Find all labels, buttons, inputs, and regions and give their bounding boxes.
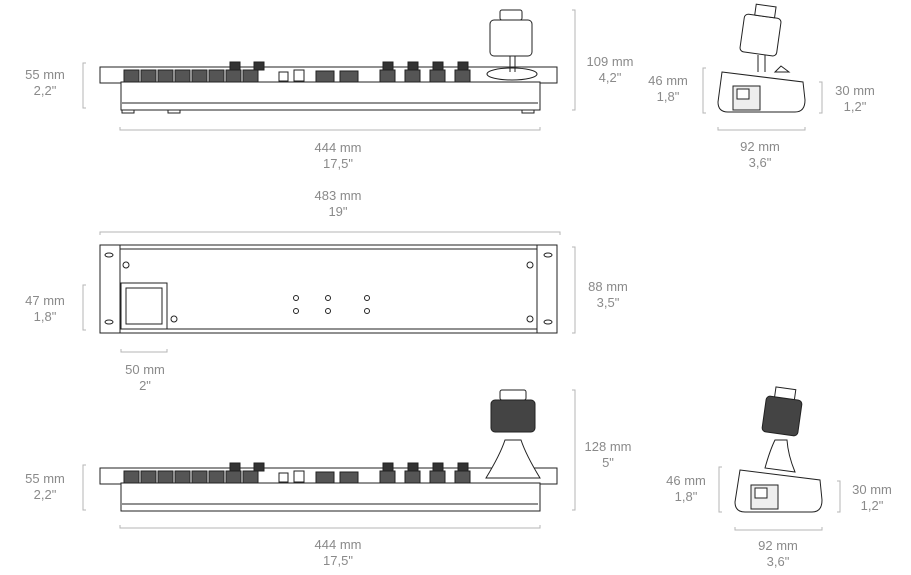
dimension-mm: 30 mm	[852, 482, 892, 497]
dimension-mm: 55 mm	[25, 471, 65, 486]
dimension-mm: 483 mm	[314, 188, 362, 203]
dimension-mm: 444 mm	[314, 537, 362, 552]
dimension-inch: 17,5"	[323, 553, 353, 568]
keyboard-side-view-2	[734, 386, 823, 513]
dimension-mm: 109 mm	[586, 54, 634, 69]
dimension-mm: 444 mm	[314, 140, 362, 155]
dimension-lines	[82, 9, 841, 531]
dimension-inch: 17,5"	[323, 156, 353, 171]
dimension-inch: 1,2"	[860, 498, 884, 513]
dimension-inch: 3,6"	[766, 554, 790, 569]
dimension-inch: 1,8"	[656, 89, 680, 104]
keyboard-front-view-1	[99, 9, 558, 114]
rear-panel-view	[99, 244, 558, 334]
dimension-inch: 2,2"	[33, 83, 57, 98]
dimension-inch: 3,6"	[748, 155, 772, 170]
dimension-inch: 2"	[139, 378, 151, 393]
dimension-inch: 5"	[602, 455, 614, 470]
dimension-inch: 2,2"	[33, 487, 57, 502]
dimension-mm: 46 mm	[648, 73, 688, 88]
dimension-inch: 1,2"	[843, 99, 867, 114]
dimension-mm: 88 mm	[588, 279, 628, 294]
dimension-inch: 3,5"	[596, 295, 620, 310]
keyboard-front-view-2	[99, 389, 558, 512]
dimension-mm: 30 mm	[835, 83, 875, 98]
dimension-mm: 47 mm	[25, 293, 65, 308]
keyboard-side-view-1	[717, 3, 806, 113]
dimension-mm: 46 mm	[666, 473, 706, 488]
dimension-mm: 55 mm	[25, 67, 65, 82]
dimension-inch: 4,2"	[598, 70, 622, 85]
dimension-mm: 50 mm	[125, 362, 165, 377]
dimension-inch: 1,8"	[674, 489, 698, 504]
dimension-inch: 1,8"	[33, 309, 57, 324]
dimension-mm: 92 mm	[740, 139, 780, 154]
dimension-mm: 128 mm	[584, 439, 632, 454]
dimension-inch: 19"	[328, 204, 348, 219]
dimension-mm: 92 mm	[758, 538, 798, 553]
